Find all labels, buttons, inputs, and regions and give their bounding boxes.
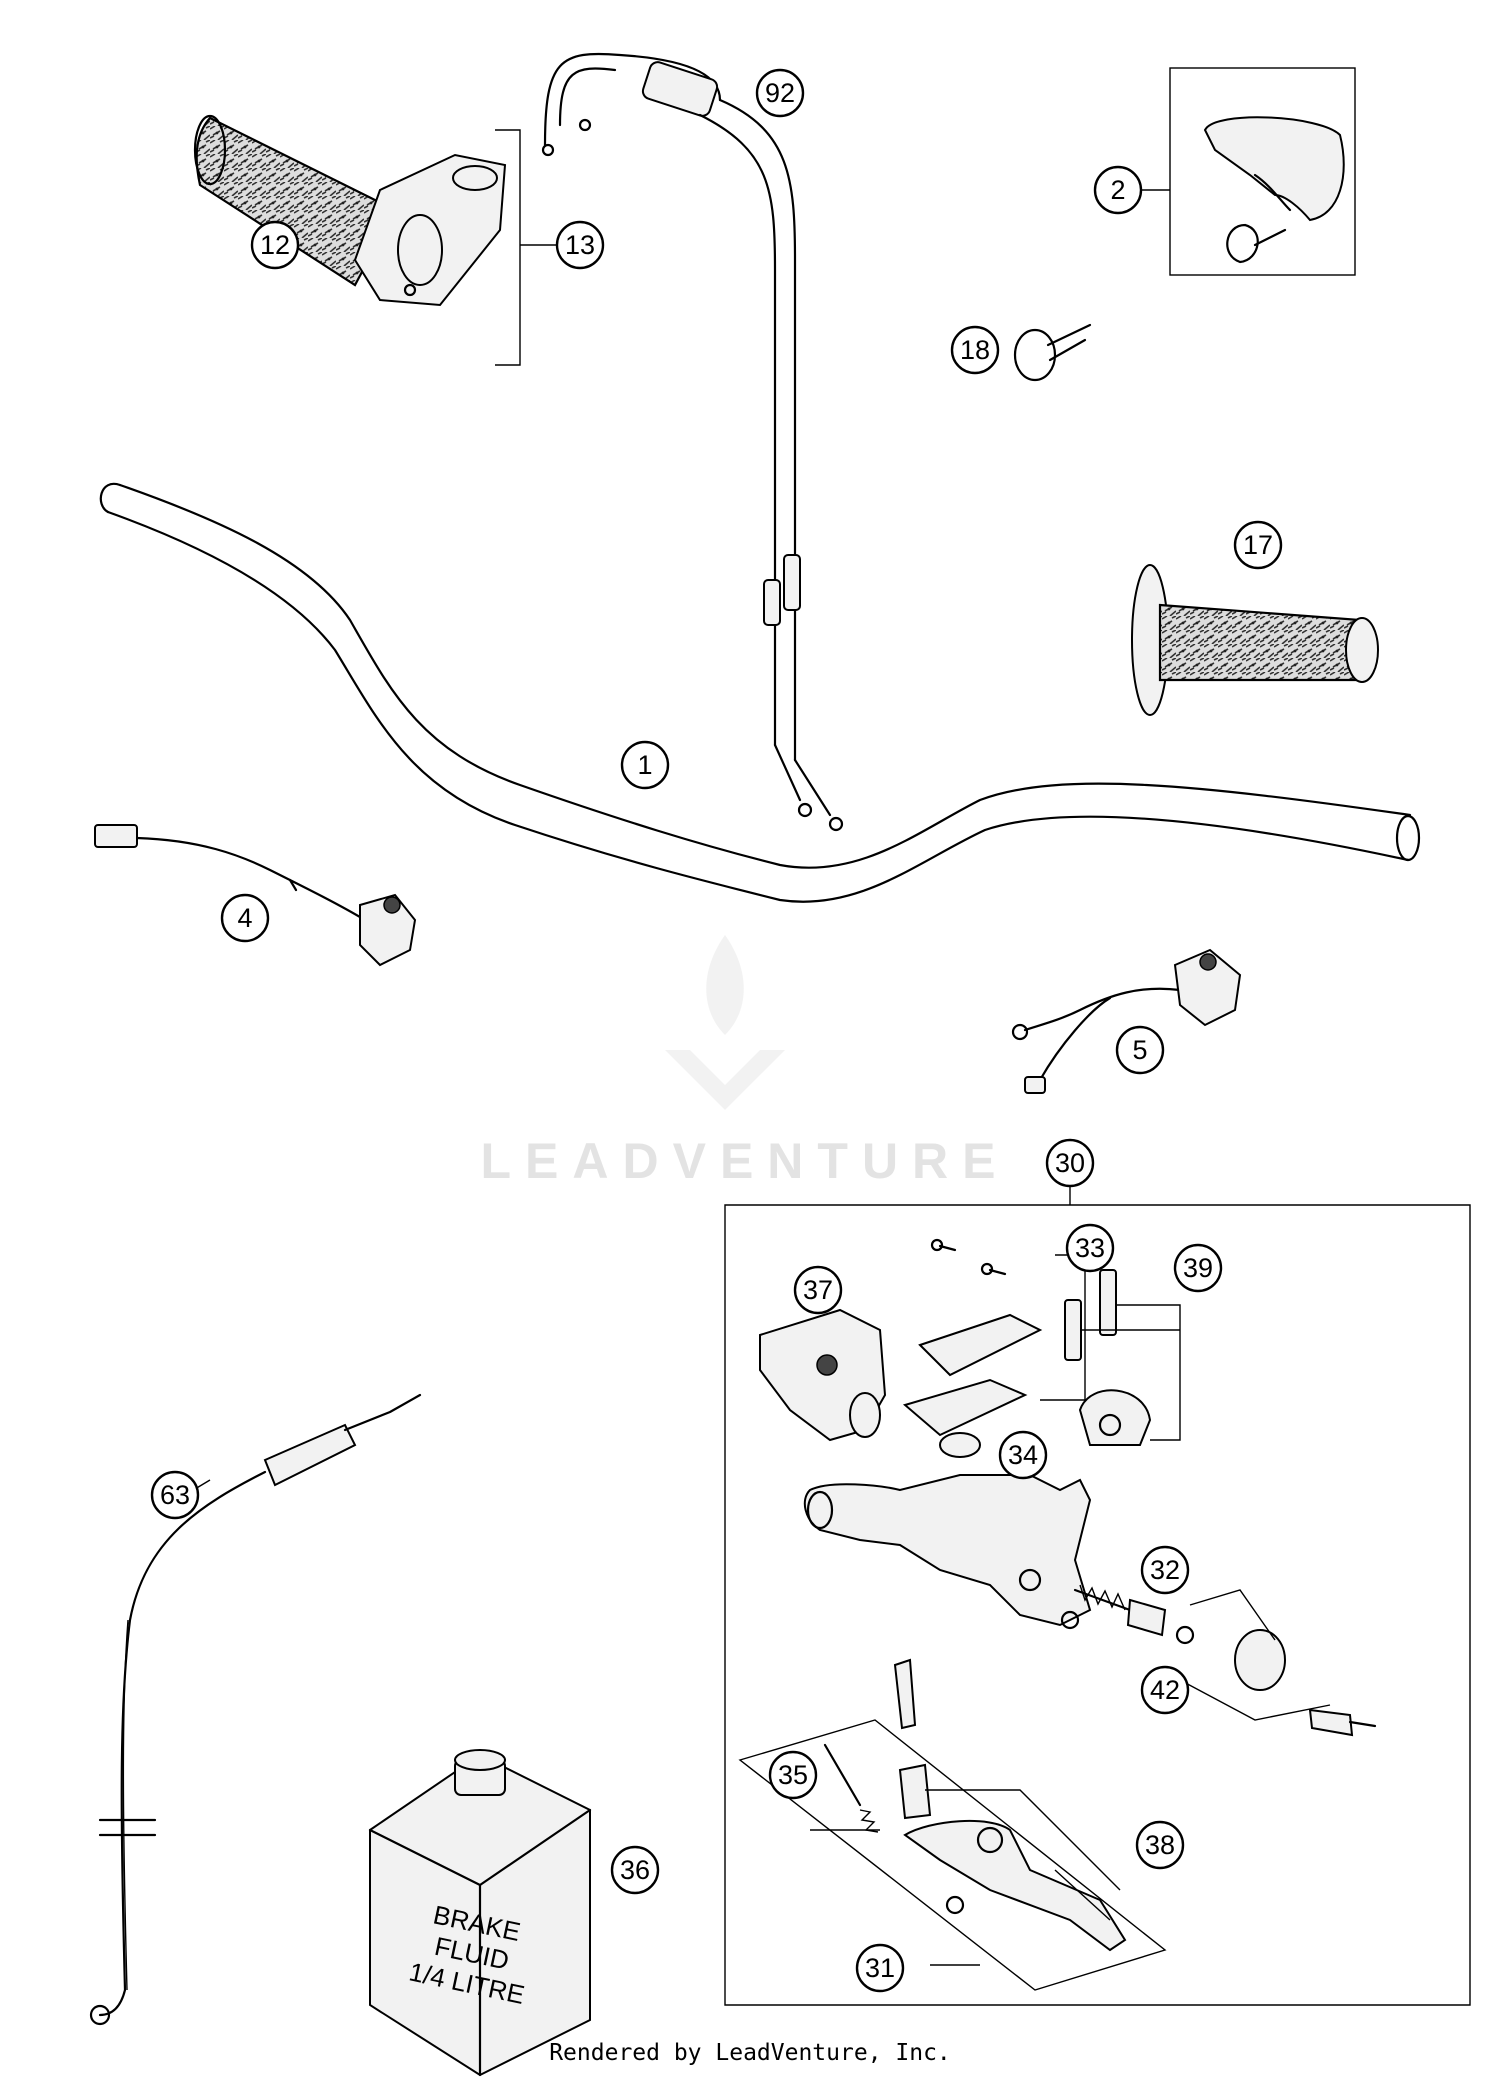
brake-fluid-jug: [368, 1749, 592, 2077]
svg-text:5: 5: [1132, 1035, 1147, 1065]
handlebar: [99, 482, 1421, 903]
master-cylinder-body: [803, 1474, 1092, 1630]
svg-text:30: 30: [1055, 1148, 1085, 1178]
svg-text:18: 18: [960, 335, 990, 365]
callout-34: 34: [998, 1430, 1048, 1480]
callout-1: 1: [620, 740, 670, 790]
callout-31: 31: [855, 1943, 905, 1993]
throttle-bracket-marker: [495, 129, 560, 366]
svg-text:32: 32: [1150, 1555, 1180, 1585]
callout-33: 33: [1065, 1223, 1115, 1273]
callout-4: 4: [220, 893, 270, 943]
callout-13: 13: [555, 220, 605, 270]
handlebar-pad-box: [1140, 67, 1356, 276]
diaphragm: [939, 1432, 981, 1458]
piston-kit: [1073, 1584, 1286, 1691]
callout-12: 12: [250, 220, 300, 270]
callout-17: 17: [1233, 520, 1283, 570]
callout-92: 92: [755, 68, 805, 118]
svg-text:39: 39: [1183, 1253, 1213, 1283]
svg-text:17: 17: [1243, 530, 1273, 560]
svg-text:33: 33: [1075, 1233, 1105, 1263]
svg-text:38: 38: [1145, 1830, 1175, 1860]
svg-text:2: 2: [1110, 175, 1125, 205]
callout-32: 32: [1140, 1545, 1190, 1595]
callout-63: 63: [150, 1470, 200, 1520]
svg-text:13: 13: [565, 230, 595, 260]
svg-text:1: 1: [637, 750, 652, 780]
throttle-grip: [193, 114, 507, 307]
svg-text:12: 12: [260, 230, 290, 260]
push-rod: [1179, 1679, 1377, 1737]
kill-switch-right: [1011, 948, 1242, 1094]
callout-38: 38: [1135, 1820, 1185, 1870]
watermark-text: LEADVENTURE: [480, 1133, 1009, 1189]
brake-hose: [89, 1393, 422, 2026]
callout-30: 30: [1045, 1138, 1095, 1188]
kill-switch-left: [94, 824, 417, 967]
master-cylinder-clamp: [759, 1308, 887, 1442]
svg-text:4: 4: [237, 903, 252, 933]
callout-36: 36: [610, 1845, 660, 1895]
callout-39: 39: [1173, 1243, 1223, 1293]
svg-text:34: 34: [1008, 1440, 1038, 1470]
callout-5: 5: [1115, 1025, 1165, 1075]
svg-text:31: 31: [865, 1953, 895, 1983]
cable-tie: [1013, 323, 1092, 382]
svg-text:92: 92: [765, 78, 795, 108]
handlebar-clamp-bolts: [1064, 1269, 1181, 1446]
callout-2: 2: [1093, 165, 1143, 215]
callout-42: 42: [1140, 1665, 1190, 1715]
throttle-cables: [541, 52, 844, 832]
svg-text:35: 35: [778, 1760, 808, 1790]
svg-text:63: 63: [160, 1480, 190, 1510]
svg-text:36: 36: [620, 1855, 650, 1885]
callout-18: 18: [950, 325, 1000, 375]
footer-credit: Rendered by LeadVenture, Inc.: [549, 2040, 951, 2066]
callout-37: 37: [793, 1265, 843, 1315]
callout-35: 35: [768, 1750, 818, 1800]
reservoir-cover: [902, 1238, 1086, 1437]
svg-text:42: 42: [1150, 1675, 1180, 1705]
watermark-logo: [665, 935, 785, 1110]
brake-lever-kit: [738, 1658, 1167, 1991]
svg-text:37: 37: [803, 1275, 833, 1305]
left-grip: [1131, 564, 1379, 716]
